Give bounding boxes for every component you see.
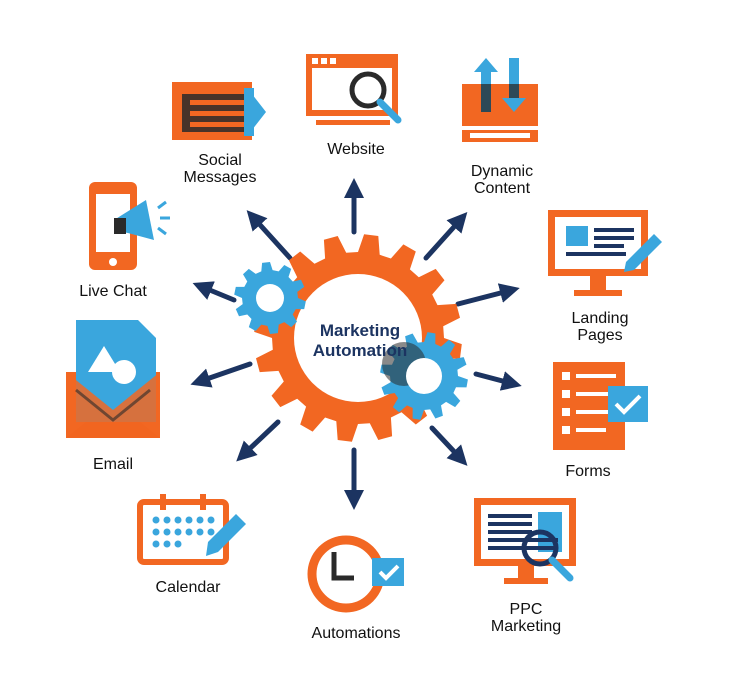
arrow-calendar xyxy=(236,419,281,462)
arrow-email xyxy=(190,361,253,388)
automations-clock-icon xyxy=(307,535,404,613)
live-chat-phone-icon xyxy=(89,182,170,270)
arrow-social-messages xyxy=(246,210,293,261)
dynamic-content-icon xyxy=(462,58,538,142)
center-label-line2: Automation xyxy=(313,341,407,360)
label-website: Website xyxy=(327,141,385,158)
label-live-chat: Live Chat xyxy=(79,283,147,300)
forms-icon xyxy=(553,362,648,450)
arrow-dynamic-content xyxy=(423,212,468,261)
calendar-icon xyxy=(137,494,246,565)
label-automations: Automations xyxy=(312,625,401,642)
arrow-forms xyxy=(473,371,522,391)
label-email: Email xyxy=(93,456,133,473)
arrow-ppc-marketing xyxy=(429,425,468,466)
gear-cluster xyxy=(234,234,468,442)
social-messages-icon xyxy=(172,82,266,140)
arrows xyxy=(190,178,522,510)
small-blue-gear-right-icon xyxy=(380,332,468,420)
center-label-line1: Marketing xyxy=(320,321,400,340)
website-browser-icon xyxy=(306,54,402,125)
label-calendar: Calendar xyxy=(156,579,222,596)
small-blue-gear-left-icon xyxy=(234,262,306,334)
arrow-landing-pages xyxy=(455,283,520,307)
landing-pages-monitor-icon xyxy=(548,210,662,296)
arrow-live-chat xyxy=(192,281,237,303)
label-forms: Forms xyxy=(565,463,610,480)
email-envelope-icon xyxy=(66,320,160,438)
ppc-marketing-monitor-icon xyxy=(474,498,576,584)
